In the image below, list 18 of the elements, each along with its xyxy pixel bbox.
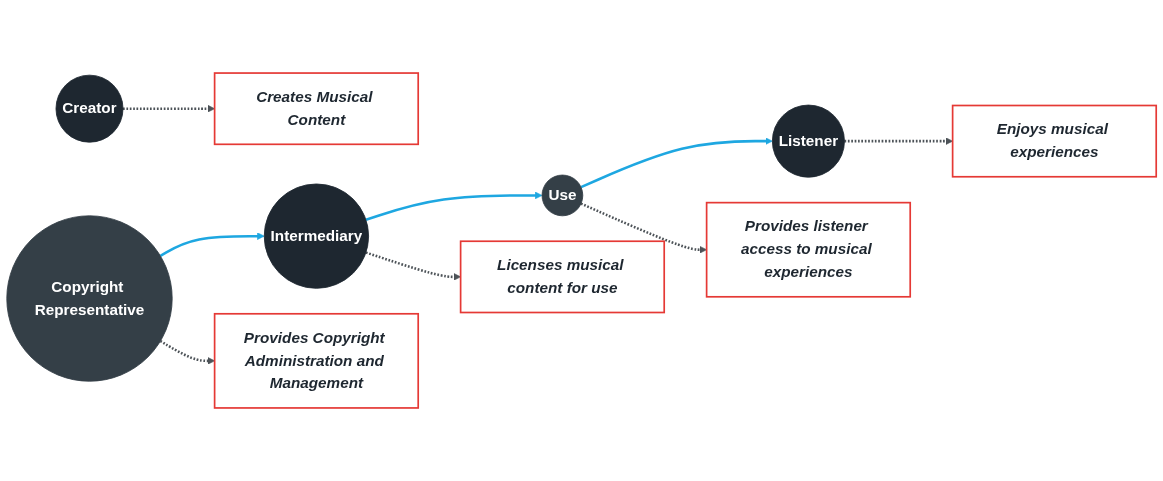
arrow — [365, 251, 461, 281]
node-box: Provides Copyright Administration and Management — [213, 312, 420, 409]
node-box: Provides listener access to musical experiences — [705, 201, 912, 298]
arrow — [159, 339, 215, 365]
node-circle: Creator — [55, 74, 124, 143]
arrow — [844, 137, 953, 145]
node-circle: Listener — [771, 104, 845, 178]
node-box: Licenses musical content for use — [459, 240, 666, 314]
arrow — [580, 137, 773, 189]
node-circle: Use — [541, 174, 584, 217]
node-box: Creates Musical Content — [213, 72, 420, 146]
node-box: Enjoys musical experiences — [951, 104, 1158, 178]
node-circle: Copyright Representative — [6, 215, 173, 382]
arrow — [365, 191, 543, 221]
node-circle: Intermediary — [263, 183, 370, 289]
arrow — [580, 202, 707, 254]
arrow — [123, 104, 215, 113]
arrow — [159, 232, 265, 258]
